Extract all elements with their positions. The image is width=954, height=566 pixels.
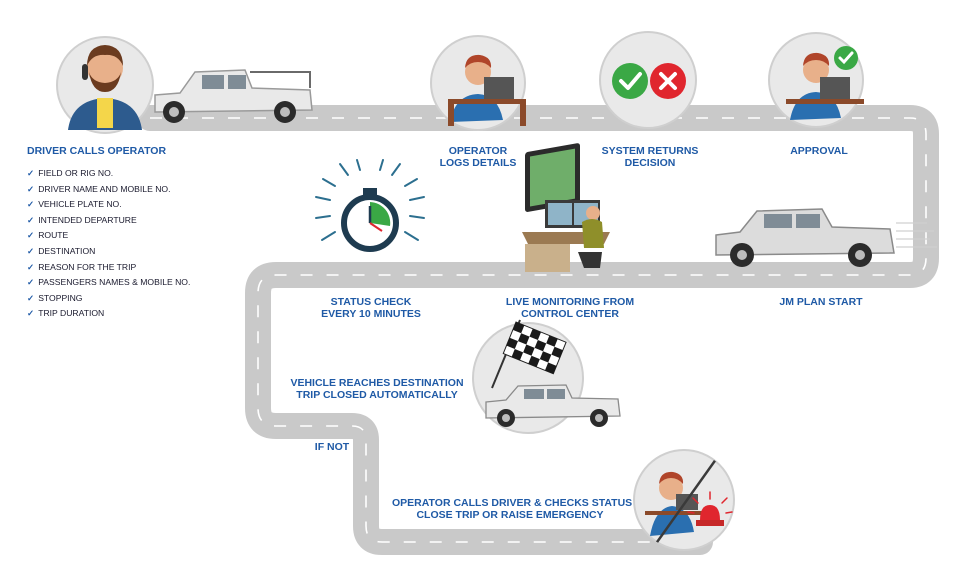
checklist-item: ✓FIELD OR RIG NO.	[27, 168, 114, 178]
live-monitoring-label: LIVE MONITORING FROM CONTROL CENTER	[505, 296, 635, 320]
checkmark-icon: ✓	[27, 183, 35, 194]
destination-icon	[472, 319, 621, 434]
decision-icon	[599, 31, 697, 129]
checklist-items: ✓FIELD OR RIG NO. ✓DRIVER NAME AND MOBIL…	[27, 166, 190, 322]
approval-icon	[768, 32, 864, 128]
checkmark-icon: ✓	[27, 230, 35, 241]
destination-label: VEHICLE REACHES DESTINATION TRIP CLOSED …	[290, 377, 464, 401]
checklist-item: ✓INTENDED DEPARTURE	[27, 214, 137, 225]
system-returns-label: SYSTEM RETURNS DECISION	[601, 145, 699, 169]
checkmark-icon: ✓	[27, 292, 35, 303]
siren-icon	[687, 491, 733, 526]
checklist-item: ✓DESTINATION	[27, 245, 96, 256]
driver-checklist: DRIVER CALLS OPERATOR ✓FIELD OR RIG NO. …	[27, 145, 190, 322]
checklist-item: ✓TRIP DURATION	[27, 308, 105, 319]
checklist-item: ✓PASSENGERS NAMES & MOBILE NO.	[27, 277, 191, 288]
checkmark-icon: ✓	[27, 168, 35, 178]
checkered-flag-icon	[502, 321, 567, 375]
if-not-label: IF NOT	[314, 441, 350, 453]
driver-avatar	[56, 36, 154, 134]
checklist-item: ✓ROUTE	[27, 230, 69, 241]
approval-label: APPROVAL	[790, 145, 848, 157]
operator-calls-label: OPERATOR CALLS DRIVER & CHECKS STATUS CL…	[392, 497, 633, 521]
checkmark-icon: ✓	[27, 245, 35, 256]
checkmark-icon: ✓	[27, 308, 35, 319]
operator-logs-icon	[430, 35, 526, 131]
emergency-icon	[633, 449, 735, 551]
checkmark-icon: ✓	[27, 199, 35, 210]
checklist-item: ✓STOPPING	[27, 292, 83, 303]
checklist-item: ✓DRIVER NAME AND MOBILE NO.	[27, 183, 171, 194]
control-center-icon	[522, 143, 610, 272]
status-check-label: STATUS CHECK EVERY 10 MINUTES	[321, 296, 421, 320]
jm-plan-start-label: JM PLAN START	[779, 296, 863, 308]
road	[137, 105, 939, 555]
checkmark-icon: ✓	[27, 277, 35, 288]
stopwatch-icon	[315, 159, 425, 252]
checkmark-icon: ✓	[27, 214, 35, 225]
pickup-truck-start	[154, 69, 313, 123]
operator-logs-label: OPERATOR LOGS DETAILS	[439, 145, 517, 169]
pickup-truck-plan-start	[715, 208, 937, 267]
road-lane-markings	[150, 117, 927, 543]
checkmark-icon: ✓	[27, 261, 35, 272]
check-icon	[612, 63, 648, 99]
checklist-item: ✓REASON FOR THE TRIP	[27, 261, 137, 272]
checklist-item: ✓VEHICLE PLATE NO.	[27, 199, 122, 210]
driver-calls-operator-title: DRIVER CALLS OPERATOR	[27, 145, 167, 157]
